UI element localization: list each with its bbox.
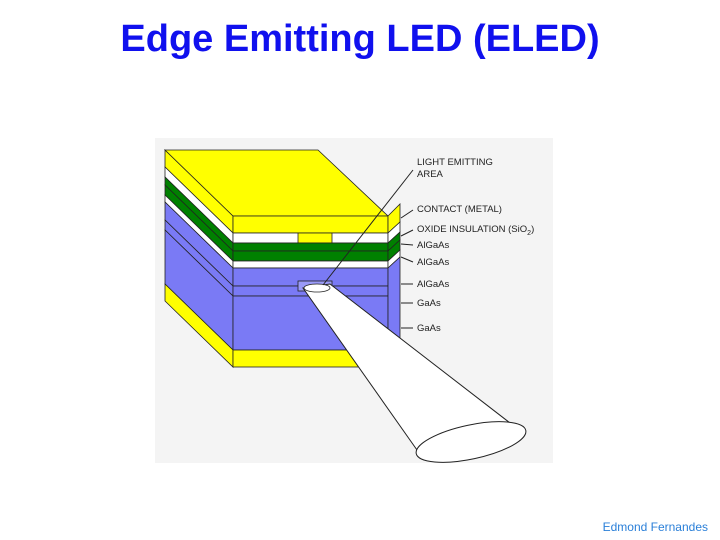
slide-title: Edge Emitting LED (ELED) [120, 18, 600, 60]
label-gaas-1: GaAs [417, 298, 441, 309]
leader-algaas-2 [400, 256, 414, 263]
eled-structure-diagram: LIGHT EMITTING AREA CONTACT (METAL) OXID… [155, 138, 553, 463]
leader-oxide [400, 229, 414, 237]
label-algaas-1: AlGaAs [417, 240, 449, 251]
label-oxide-text: OXIDE INSULATION (SiO [417, 224, 527, 235]
label-oxide-close: ) [531, 224, 534, 235]
author-footer: Edmond Fernandes [602, 520, 708, 534]
leader-lines [322, 169, 414, 329]
label-gaas-2: GaAs [417, 323, 441, 334]
leader-contact [400, 209, 414, 219]
beam-source-spot [303, 283, 331, 293]
front-algaas-2 [232, 250, 389, 262]
leader-algaas-1 [400, 243, 414, 246]
front-algaas-1 [232, 242, 389, 252]
front-thin-layer [232, 260, 389, 269]
beam-end-ellipse [415, 421, 527, 463]
label-algaas-2: AlGaAs [417, 257, 449, 268]
leader-light-area [322, 169, 414, 286]
contact-stripe [297, 232, 333, 244]
label-contact-metal: CONTACT (METAL) [417, 204, 502, 215]
label-algaas-3: AlGaAs [417, 279, 449, 290]
light-beam [302, 283, 527, 463]
label-area: AREA [417, 169, 444, 180]
label-oxide-subscript: 2 [527, 230, 531, 237]
layer-labels: LIGHT EMITTING AREA CONTACT (METAL) OXID… [417, 157, 534, 334]
front-contact-top [232, 215, 389, 234]
label-oxide-insulation: OXIDE INSULATION (SiO2) [417, 224, 534, 237]
label-light-emitting: LIGHT EMITTING [417, 157, 493, 168]
